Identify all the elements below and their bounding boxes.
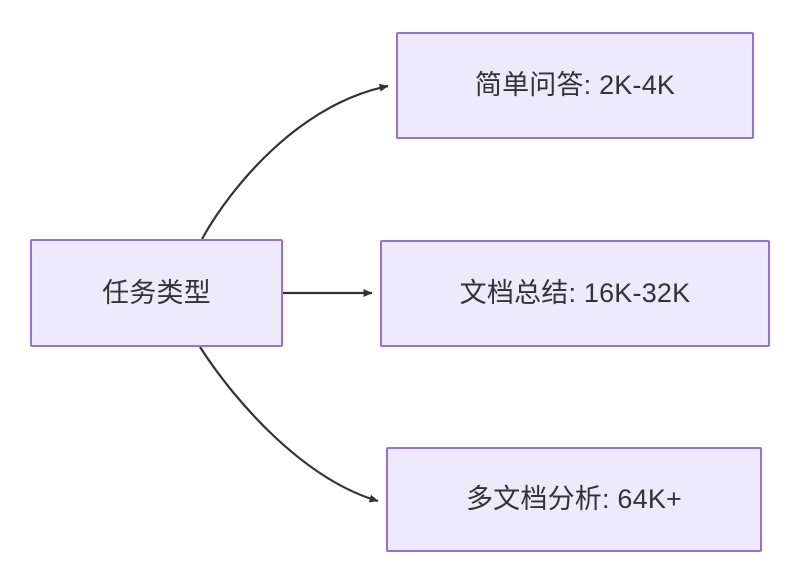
node-task-type[interactable]: 任务类型 — [30, 239, 283, 347]
node-multi-document-analysis[interactable]: 多文档分析: 64K+ — [386, 447, 762, 552]
node-document-summary[interactable]: 文档总结: 16K-32K — [380, 240, 770, 347]
node-label: 文档总结: 16K-32K — [459, 278, 691, 309]
edge-source-to-simple — [201, 83, 389, 240]
node-label: 简单问答: 2K-4K — [474, 70, 676, 101]
edge-source-to-multi — [199, 346, 379, 503]
node-label: 任务类型 — [102, 277, 211, 308]
node-label: 多文档分析: 64K+ — [465, 484, 682, 515]
node-simple-qa[interactable]: 简单问答: 2K-4K — [396, 32, 754, 139]
